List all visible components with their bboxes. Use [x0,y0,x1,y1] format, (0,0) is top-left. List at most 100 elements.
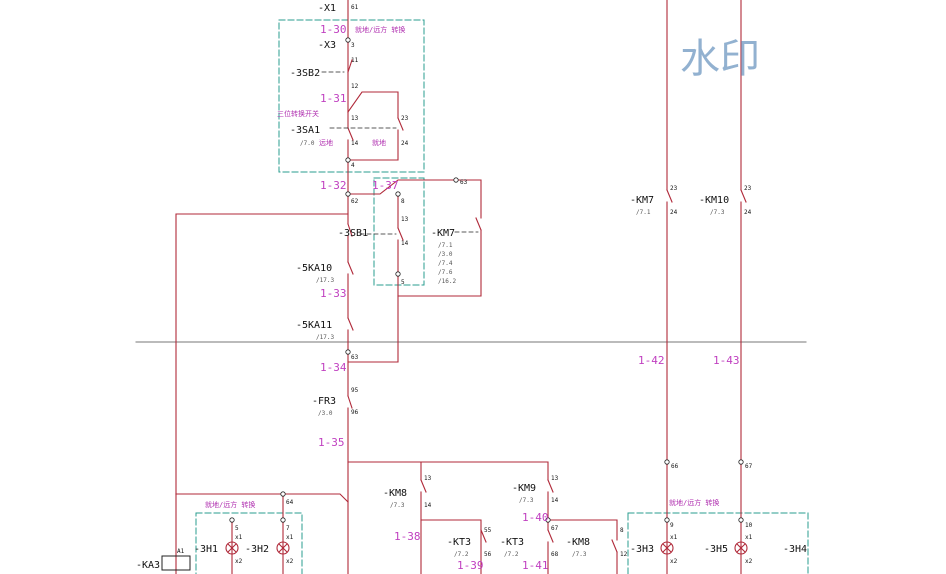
wire-label-1-41: 1-41 [522,559,549,572]
ref-km7-5: /16.2 [438,278,456,285]
terminal-68: 68 [551,551,559,558]
device-ka10: -5KA10 [296,263,332,274]
km7-contact-blade [475,217,482,231]
terminal-63b: 63 [351,354,359,361]
wire-km7-return [397,229,482,297]
lamp-h2-icon [276,541,290,555]
terminal-23-km10: 23 [744,185,752,192]
ref-ka10: /17.3 [316,277,334,284]
lamp-h2-cross-2 [278,543,288,553]
lamp-h3-icon [660,541,674,555]
km9-blade [547,479,554,493]
device-h2: -3H2 [245,544,269,555]
terminal-13c: 13 [424,475,432,482]
terminal-5: 5 [401,279,405,286]
node-dot [345,191,351,197]
node-dot [345,157,351,163]
ka11-contact-blade [347,317,354,331]
node-dot [229,517,235,523]
lamp-h1-icon [225,541,239,555]
ref-km7-4: /7.6 [438,269,453,276]
terminal-3: 3 [351,42,355,49]
sb2-contact-blade [347,59,353,73]
node-dot [345,349,351,355]
dashed-box-bottom-right [627,512,809,574]
wire-24-return [347,129,399,161]
terminal-63: 63 [460,179,468,186]
terminal-56: 56 [484,551,492,558]
wire-label-1-43: 1-43 [713,354,740,367]
ref-sa1: /7.0 [300,140,315,147]
node-dot [738,517,744,523]
wire-km8-right [547,519,618,541]
wire-label-1-32: 1-32 [320,179,347,192]
terminal-x1-h3: x1 [670,534,678,541]
lamp-h3-cross-2 [662,543,672,553]
node-dot [280,517,286,523]
sa1-remote-note: 就地 [372,138,386,147]
device-km8: -KM8 [383,488,407,499]
device-sa1: -3SA1 [290,125,320,136]
terminal-14c: 14 [424,502,432,509]
device-sb2: -3SB2 [290,68,320,79]
lamp-h1-cross-2 [227,543,237,553]
dashed-box-top [278,19,425,173]
ref-kt3-a: /7.2 [454,551,469,558]
dashed-box-middle [373,177,425,286]
ka10-contact-blade [347,261,354,275]
terminal-24-km7: 24 [670,209,678,216]
wire-label-1-33: 1-33 [320,287,347,300]
node-dot [453,177,459,183]
node-dot [738,459,744,465]
terminal-67: 67 [745,463,753,470]
terminal-12: 12 [351,83,359,90]
terminal-66: 66 [671,463,679,470]
terminal-13b: 13 [401,216,409,223]
ref-km7-1: /7.1 [438,242,453,249]
terminal-10: 10 [745,522,753,529]
terminal-95: 95 [351,387,359,394]
ref-kt3-b: /7.2 [504,551,519,558]
device-kt3-a: -KT3 [447,537,471,548]
terminal-67b: 67 [551,525,559,532]
node-dot [280,491,286,497]
node-dot [395,271,401,277]
ref-km8-b: /7.3 [572,551,587,558]
terminal-55: 55 [484,527,492,534]
sa1-contact-blade [347,127,354,141]
terminal-x2-h2: x2 [286,558,294,565]
terminal-8: 8 [401,198,405,205]
device-km7: -KM7 [431,228,455,239]
device-km10: -KM10 [699,195,729,206]
sa1-local-note: 远地 [319,138,333,147]
device-ka3: -KA3 [136,560,160,571]
wire-label-1-38: 1-38 [394,530,421,543]
node-dot [664,517,670,523]
ref-km10: /7.3 [710,209,725,216]
lamp-h5-icon [734,541,748,555]
watermark: 水印 [680,36,760,82]
terminal-9: 9 [670,522,674,529]
terminal-24: 24 [401,140,409,147]
node-dot [345,37,351,43]
terminal-61: 61 [351,4,359,11]
box-bottom-left-note: 就地/远方 转换 [205,500,255,509]
wire-1-35-bus [347,461,422,481]
terminal-12b: 12 [620,551,628,558]
terminal-62: 62 [351,198,359,205]
node-dot [545,517,551,523]
terminal-x2-h3: x2 [670,558,678,565]
device-km9: -KM9 [512,483,536,494]
sb1-contact-blade [347,223,353,237]
wire-label-1-37: 1-37 [372,179,399,192]
terminal-13d: 13 [551,475,559,482]
wire-km9-top [420,461,549,481]
terminal-x2-h1: x2 [235,558,243,565]
wire-1-37-branch [347,179,482,219]
node-dot [664,459,670,465]
device-kt3-b: -KT3 [500,537,524,548]
kt3-blade-a [480,529,487,543]
device-h4: -3H4 [783,544,807,555]
wire-label-1-35: 1-35 [318,436,345,449]
sa1-right-blade [397,117,404,131]
